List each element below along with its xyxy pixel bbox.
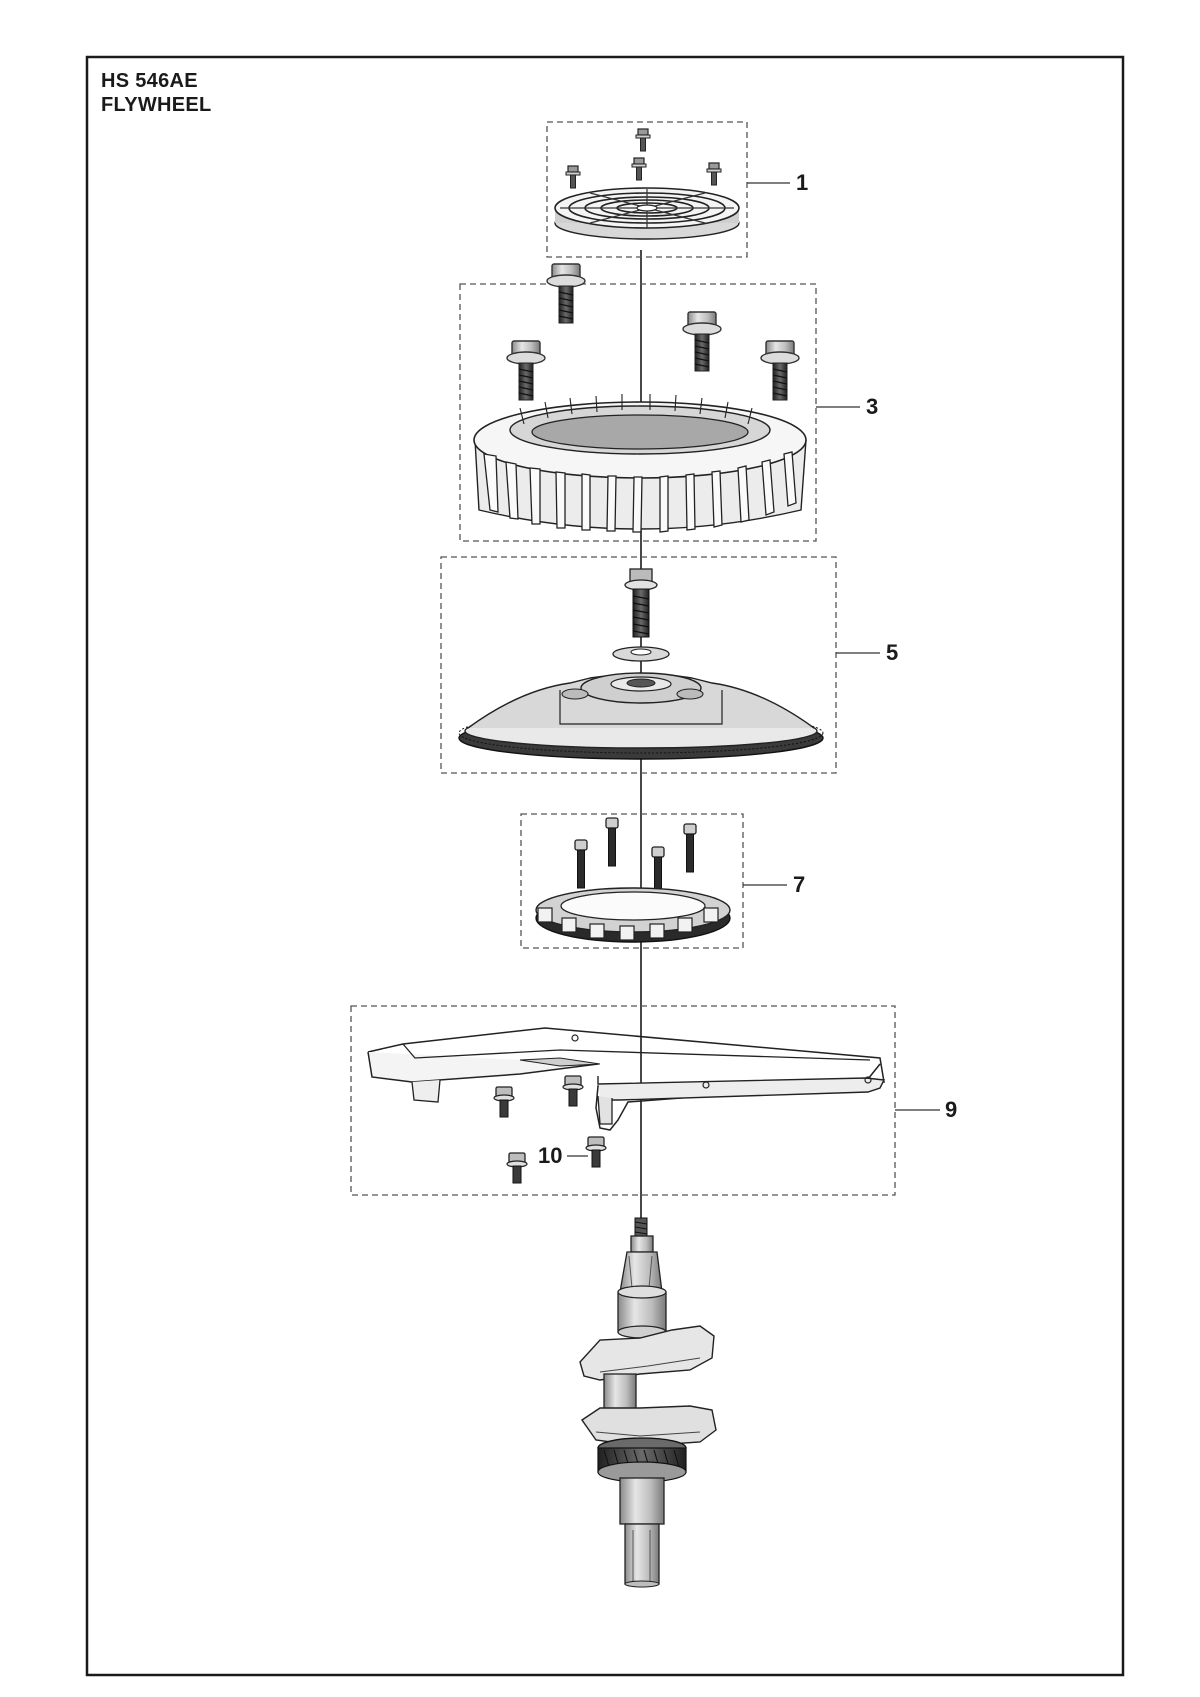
magnet-ring xyxy=(535,887,731,943)
flywheel-fan xyxy=(473,394,807,533)
shroud-plate xyxy=(367,1027,886,1131)
screen-screws xyxy=(565,128,722,189)
page-border xyxy=(85,55,1125,1677)
flywheel xyxy=(458,672,824,760)
model-title: HS 546AE xyxy=(101,70,198,92)
flywheel-screen xyxy=(554,187,740,240)
callout-5: 5 xyxy=(886,640,899,665)
group-box-9 xyxy=(350,1005,896,1196)
crankshaft xyxy=(579,1217,717,1588)
group-box-3 xyxy=(459,283,817,542)
callout-10: 10 xyxy=(538,1143,563,1168)
group-box-7 xyxy=(520,813,744,949)
flywheel-washer xyxy=(612,646,670,662)
group-box-1 xyxy=(546,121,748,258)
callout-3: 3 xyxy=(866,394,879,419)
flywheel-nut xyxy=(624,568,658,638)
section-title: FLYWHEEL xyxy=(101,94,212,116)
callout-1: 1 xyxy=(796,170,809,195)
group-box-5 xyxy=(440,556,837,774)
callout-7: 7 xyxy=(793,872,806,897)
callout-9: 9 xyxy=(945,1097,958,1122)
ring-screws xyxy=(574,817,697,896)
